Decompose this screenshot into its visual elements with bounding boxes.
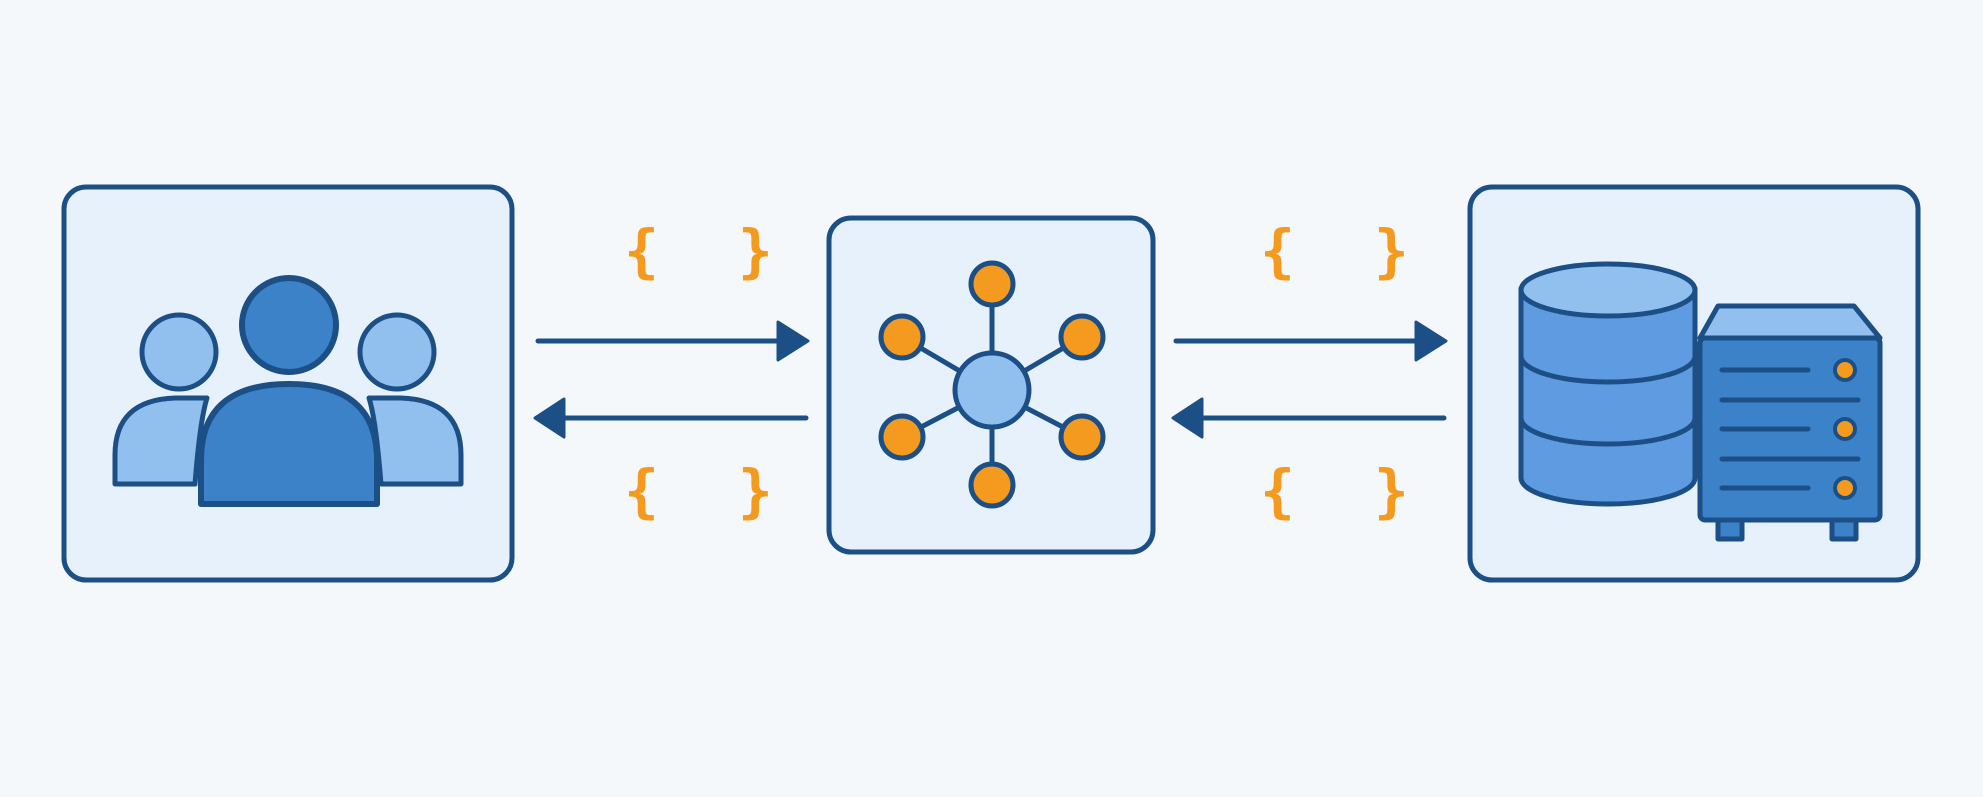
clients-node bbox=[61, 184, 515, 583]
connection-hub-to-backend bbox=[1171, 320, 1448, 439]
json-response-label: { } bbox=[1260, 457, 1431, 525]
network-hub-icon bbox=[878, 260, 1106, 509]
request-arrowhead bbox=[1414, 320, 1448, 362]
json-payload-label: { } bbox=[1260, 217, 1431, 285]
json-payload-label: { } bbox=[624, 217, 795, 285]
connection-clients-to-hub bbox=[533, 320, 810, 439]
database-icon bbox=[1518, 261, 1698, 507]
backend-node bbox=[1467, 184, 1921, 583]
response-arrowhead bbox=[533, 397, 566, 439]
api-hub-node bbox=[826, 215, 1156, 555]
json-response-label: { } bbox=[624, 457, 795, 525]
request-arrowhead bbox=[776, 320, 810, 362]
server-icon bbox=[1697, 303, 1883, 542]
users-group-icon bbox=[112, 275, 464, 507]
response-arrowhead bbox=[1171, 397, 1204, 439]
